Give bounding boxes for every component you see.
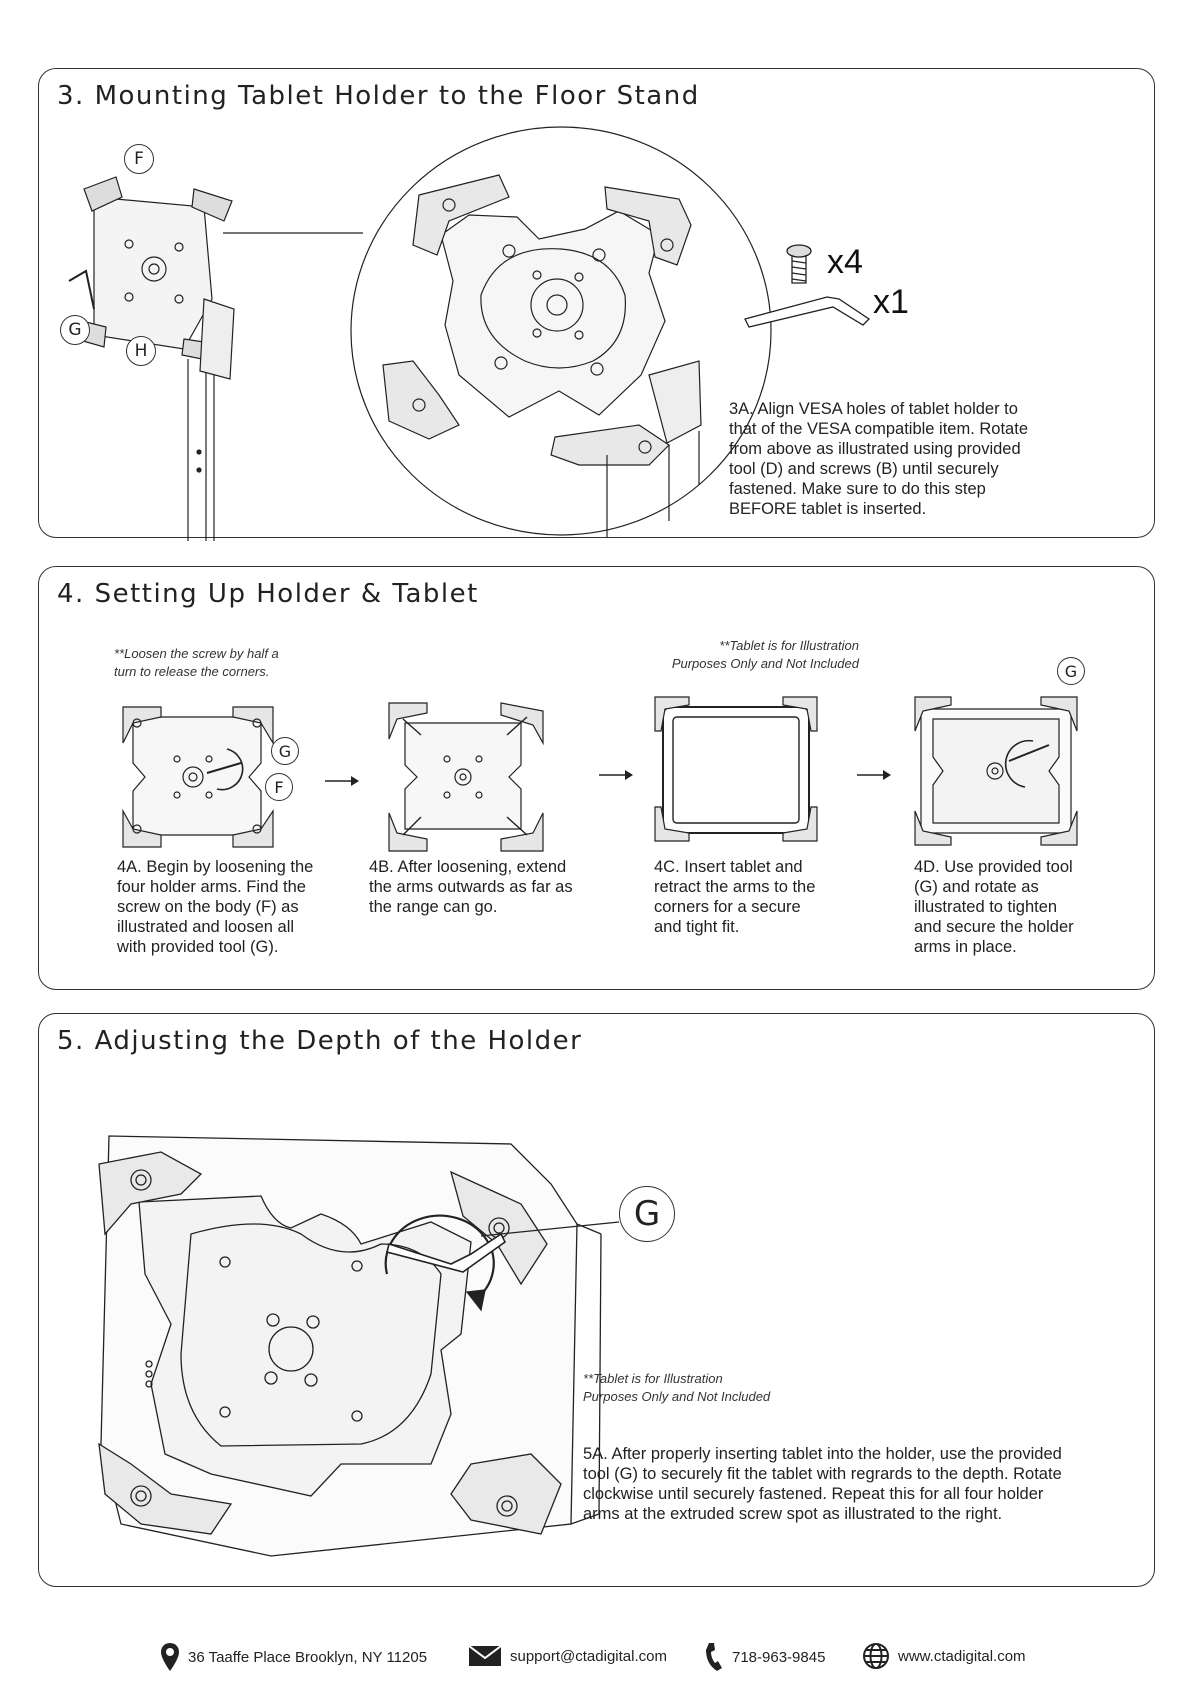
email-link[interactable]: support@ctadigital.com: [510, 1647, 667, 1665]
tool-quantity: x1: [873, 283, 909, 321]
section-setup: 4. Setting Up Holder & Tablet **Loosen t…: [38, 566, 1155, 990]
callout-f-4a: F: [265, 773, 293, 801]
footer-phone: 718-963-9845: [704, 1642, 825, 1672]
section-title-setup: 4. Setting Up Holder & Tablet: [57, 579, 479, 609]
address-text: 36 Taaffe Place Brooklyn, NY 11205: [188, 1648, 428, 1666]
instruction-3a: 3A. Align VESA holes of tablet holder to…: [729, 400, 1028, 518]
arrow-right-icon: [325, 776, 359, 786]
location-pin-icon: [161, 1643, 179, 1671]
callout-g: G: [60, 315, 90, 345]
screw-icon: [785, 243, 813, 287]
instruction-5a: 5A. After properly inserting tablet into…: [583, 1445, 1062, 1523]
zoom-leader-line: [223, 231, 363, 235]
note-tablet-illustration: **Tablet is for Illustration Purposes On…: [671, 638, 859, 671]
phone-text[interactable]: 718-963-9845: [732, 1648, 826, 1666]
envelope-icon: [468, 1645, 502, 1666]
footer-website: www.ctadigital.com: [862, 1642, 1026, 1670]
website-link[interactable]: www.ctadigital.com: [898, 1647, 1026, 1665]
section-depth: 5. Adjusting the Depth of the Holder: [38, 1013, 1155, 1587]
phone-icon: [706, 1643, 722, 1671]
callout-f: F: [124, 144, 154, 174]
note-tablet-illustration-depth: **Tablet is for Illustration Purposes On…: [583, 1371, 771, 1404]
callout-g-depth: G: [619, 1186, 675, 1242]
holder-on-stand-diagram: [54, 149, 264, 541]
holder-diagram-4a: [121, 703, 281, 851]
instruction-4c: 4C. Insert tablet and retract the arms t…: [654, 858, 816, 936]
hex-key-icon: [741, 293, 871, 329]
zoomed-holder-detail-diagram: [349, 125, 773, 537]
instruction-4b: 4B. After loosening, extend the arms out…: [369, 858, 573, 916]
note-loosen-screw: **Loosen the screw by half a turn to rel…: [114, 646, 279, 679]
holder-diagram-4b: [387, 703, 547, 851]
callout-g-4d: G: [1057, 657, 1085, 685]
screws-quantity: x4: [827, 243, 863, 281]
section-title-mounting: 3. Mounting Tablet Holder to the Floor S…: [57, 81, 700, 111]
footer-address: 36 Taaffe Place Brooklyn, NY 11205: [160, 1642, 427, 1672]
holder-depth-adjustment-diagram: [91, 1124, 611, 1556]
instruction-4a: 4A. Begin by loosening the four holder a…: [117, 858, 314, 956]
section-title-depth: 5. Adjusting the Depth of the Holder: [57, 1026, 583, 1056]
arrow-right-icon: [857, 770, 891, 780]
instruction-4d: 4D. Use provided tool (G) and rotate as …: [914, 858, 1074, 956]
globe-icon: [863, 1643, 889, 1669]
section-mounting: 3. Mounting Tablet Holder to the Floor S…: [38, 68, 1155, 538]
callout-h: H: [126, 336, 156, 366]
footer-email: support@ctadigital.com: [468, 1645, 667, 1667]
callout-g-4a: G: [271, 737, 299, 765]
holder-with-tablet-diagram-4c: [653, 691, 821, 847]
arrow-right-icon: [599, 770, 633, 780]
holder-diagram-4d: [913, 695, 1081, 847]
